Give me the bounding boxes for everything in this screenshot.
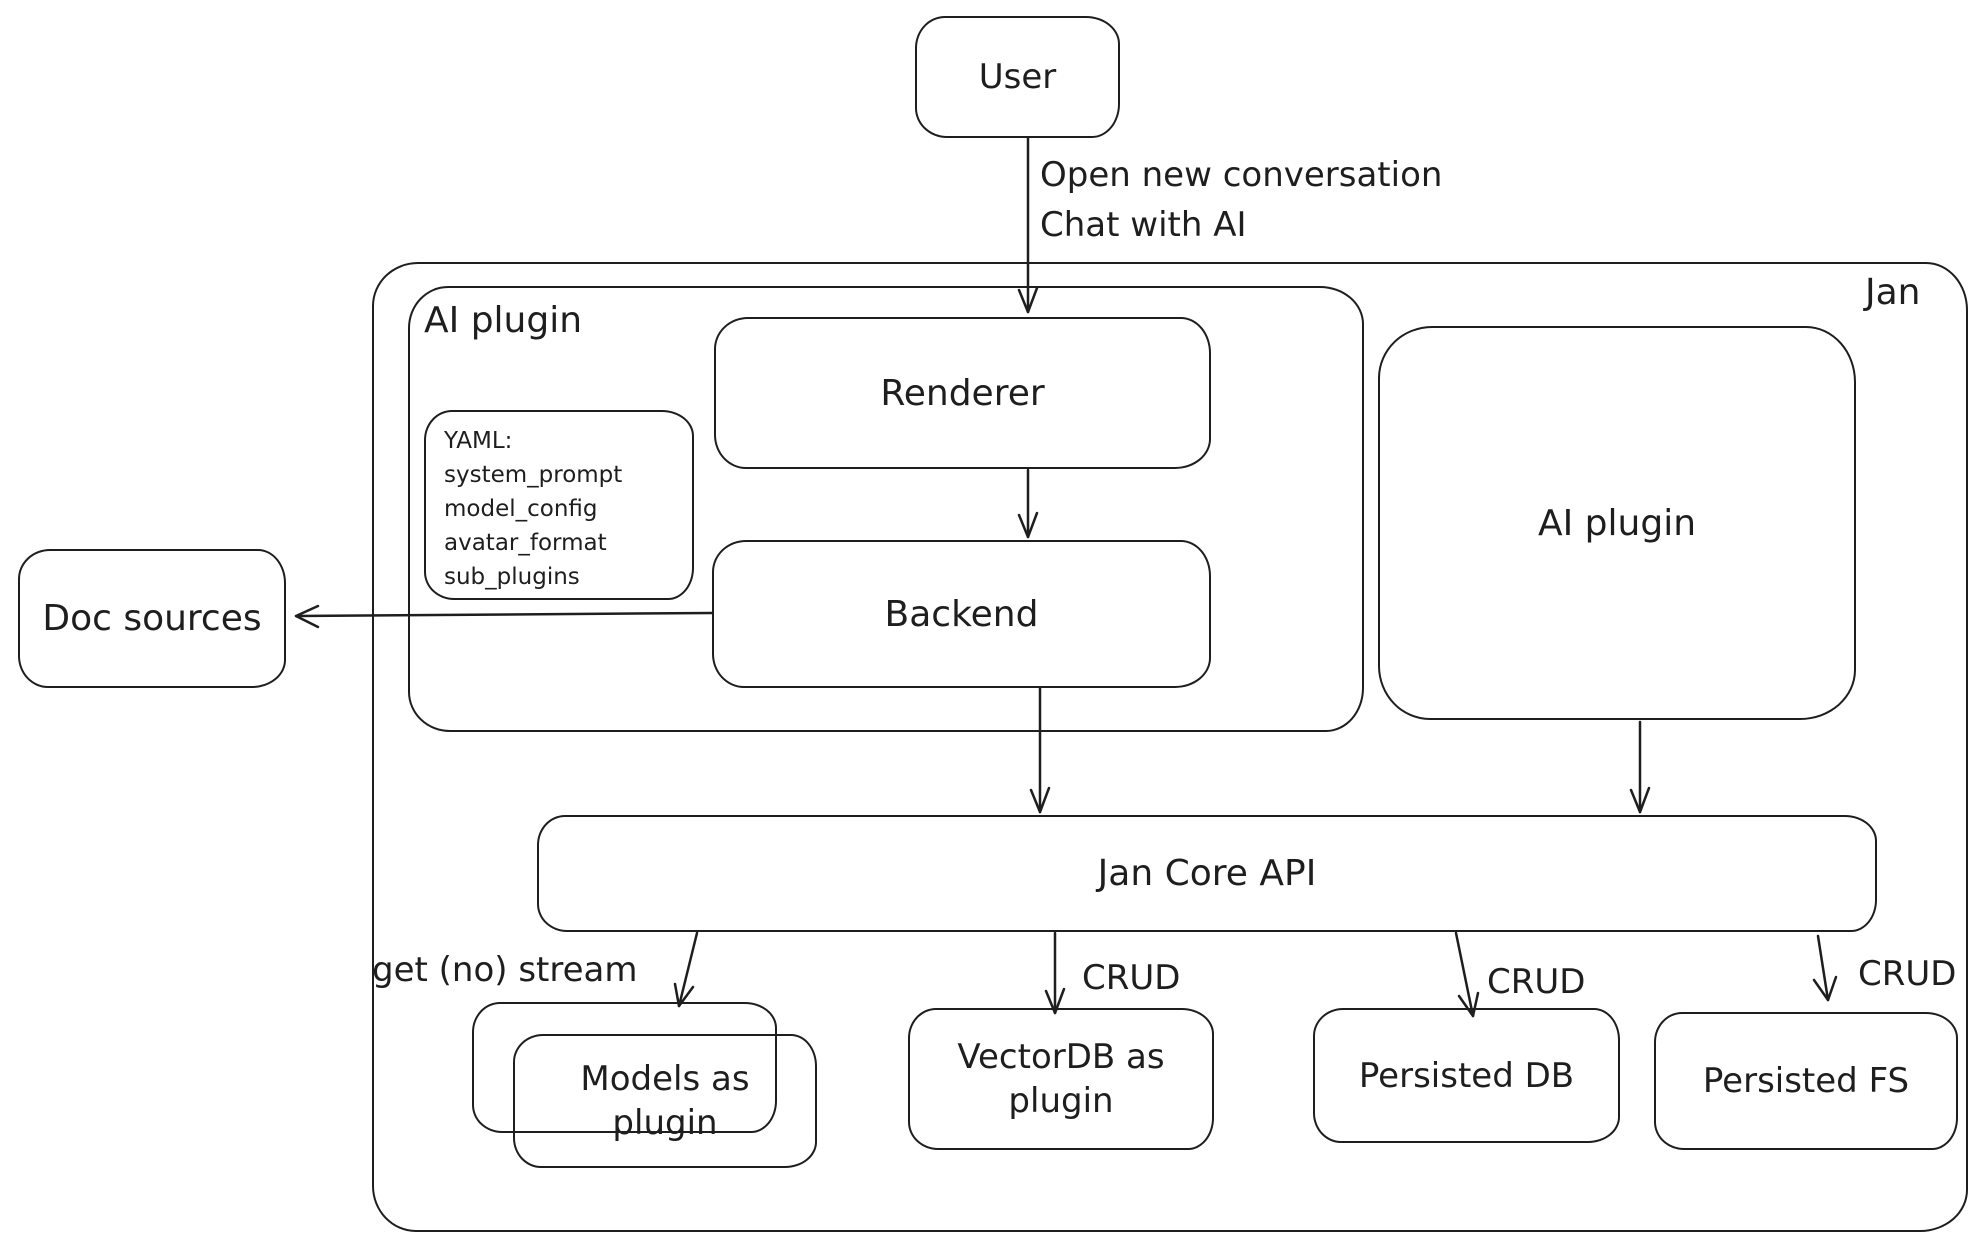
- yaml-field-model-config: model_config: [444, 496, 598, 522]
- yaml-note-title: YAML:: [444, 428, 513, 454]
- jan-container-box: [372, 262, 1968, 1232]
- vectordb-plugin-label: VectorDB as plugin: [957, 1037, 1165, 1121]
- backend-node-label: Backend: [884, 593, 1039, 635]
- user-node: User: [915, 16, 1120, 138]
- user-node-label: User: [978, 57, 1057, 97]
- ai-plugin-right-label: AI plugin: [1537, 502, 1697, 544]
- vectordb-plugin-node: VectorDB as plugin: [908, 1008, 1214, 1150]
- renderer-node-label: Renderer: [880, 372, 1045, 414]
- yaml-note: YAML: system_prompt model_config avatar_…: [424, 410, 694, 600]
- jan-core-api-node: Jan Core API: [537, 815, 1877, 932]
- models-plugin-label: Models as plugin: [580, 1059, 750, 1143]
- edge-label-chat-with-ai: Chat with AI: [1040, 205, 1247, 245]
- persisted-fs-node: Persisted FS: [1654, 1012, 1958, 1150]
- edge-label-get-no-stream: get (no) stream: [372, 950, 638, 990]
- ai-plugin-left-box: [408, 286, 1364, 732]
- persisted-db-label: Persisted DB: [1358, 1055, 1575, 1096]
- ai-plugin-left-label: AI plugin: [424, 300, 583, 341]
- persisted-fs-label: Persisted FS: [1702, 1061, 1910, 1101]
- renderer-node: Renderer: [714, 317, 1211, 469]
- yaml-field-system-prompt: system_prompt: [444, 462, 623, 488]
- jan-container-label: Jan: [1865, 272, 1921, 313]
- ai-plugin-right-node: AI plugin: [1378, 326, 1856, 720]
- yaml-field-sub-plugins: sub_plugins: [444, 564, 580, 590]
- jan-core-api-label: Jan Core API: [1097, 853, 1317, 894]
- user-to-renderer-edge-label: Open new conversation Chat with AI: [1040, 150, 1442, 250]
- edge-label-crud-vectordb: CRUD: [1082, 958, 1181, 998]
- backend-node: Backend: [712, 540, 1211, 688]
- edge-label-open-conversation: Open new conversation: [1040, 155, 1443, 195]
- doc-sources-node-label: Doc sources: [42, 598, 262, 639]
- doc-sources-node: Doc sources: [18, 549, 286, 688]
- models-plugin-node: Models as plugin: [513, 1034, 817, 1168]
- models-plugin-back-box: [472, 1002, 777, 1133]
- yaml-field-avatar-format: avatar_format: [444, 530, 607, 556]
- edge-label-crud-persisted-fs: CRUD: [1858, 954, 1957, 994]
- edge-label-crud-persisted-db: CRUD: [1487, 962, 1586, 1002]
- persisted-db-node: Persisted DB: [1313, 1008, 1620, 1143]
